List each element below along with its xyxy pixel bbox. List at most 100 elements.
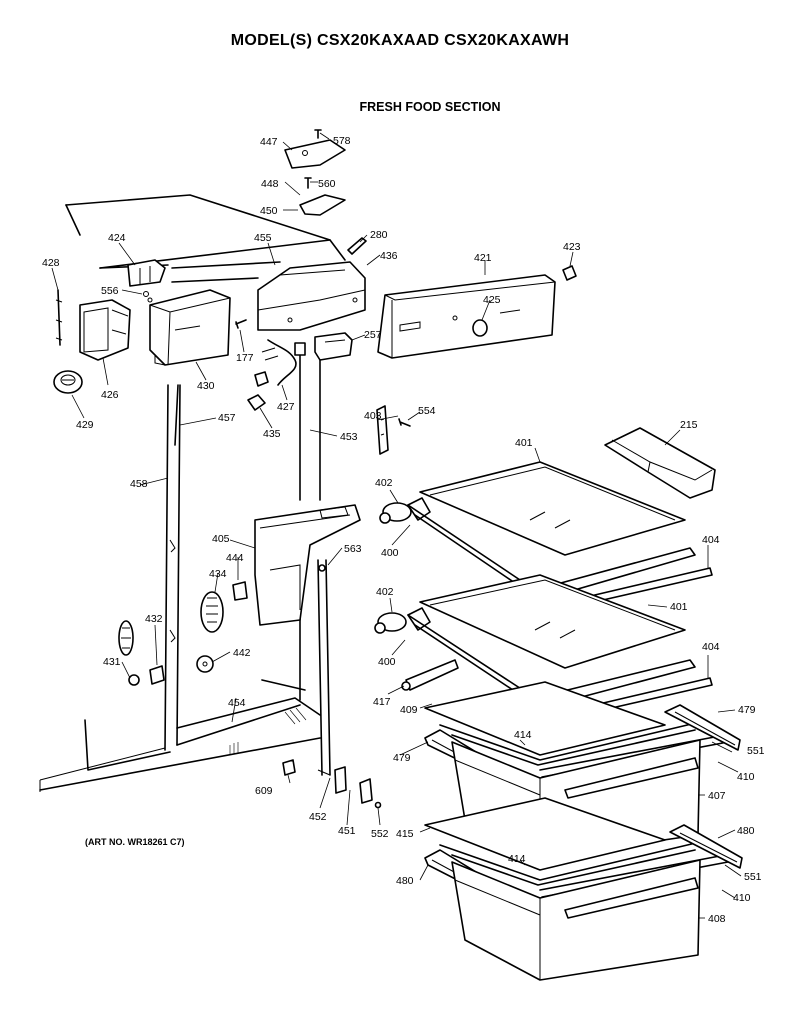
- part-428-wire-harness: [55, 289, 63, 346]
- label-401-lower: 401: [670, 601, 688, 613]
- label-415: 415: [396, 828, 414, 840]
- label-554: 554: [418, 405, 436, 417]
- label-457: 457: [218, 412, 236, 424]
- part-402-shelf-support-upper: [379, 502, 412, 524]
- part-numbers: 447 578 448 560 450 280 455 436 424 428 …: [42, 135, 765, 925]
- label-423: 423: [563, 241, 581, 253]
- part-215-dairy-bin: [604, 427, 716, 499]
- label-556: 556: [101, 285, 119, 297]
- label-479-left: 479: [393, 752, 411, 764]
- label-400-upper: 400: [381, 547, 399, 559]
- part-432-lamp-holder: [149, 665, 165, 685]
- label-563: 563: [344, 543, 362, 555]
- part-417-rail: [401, 659, 459, 691]
- part-452-mullion-bracket: [317, 559, 331, 776]
- part-442-knob: [196, 655, 214, 673]
- art-number: (ART NO. WR18261 C7): [85, 837, 185, 847]
- part-563-screw: [318, 564, 326, 572]
- part-401-glass-shelf-lower: [419, 574, 686, 669]
- label-428: 428: [42, 257, 60, 269]
- label-402-lower: 402: [376, 586, 394, 598]
- label-425: 425: [483, 294, 501, 306]
- label-403: 403: [364, 410, 382, 422]
- part-426-light-socket: [79, 299, 131, 361]
- label-453: 453: [340, 431, 358, 443]
- part-452-plate: [334, 766, 347, 794]
- label-405: 405: [212, 533, 230, 545]
- label-407: 407: [708, 790, 726, 802]
- label-409: 409: [400, 704, 418, 716]
- label-426: 426: [101, 389, 119, 401]
- part-405-control-housing: [254, 504, 361, 626]
- part-436-damper-housing: [257, 261, 366, 331]
- label-280: 280: [370, 229, 388, 241]
- label-480-left: 480: [396, 875, 414, 887]
- part-257-switch: [314, 332, 353, 361]
- part-429-light-bulb: [53, 370, 83, 394]
- label-455: 455: [254, 232, 272, 244]
- label-454: 454: [228, 697, 246, 709]
- label-442: 442: [233, 647, 251, 659]
- part-447-cover: [284, 139, 346, 169]
- part-402-shelf-support-lower: [374, 612, 407, 634]
- label-551-upper: 551: [747, 745, 765, 757]
- label-552: 552: [371, 828, 389, 840]
- label-421: 421: [474, 252, 492, 264]
- label-560: 560: [318, 178, 336, 190]
- label-177: 177: [236, 352, 254, 364]
- label-424: 424: [108, 232, 126, 244]
- part-421-control-panel: [377, 274, 556, 359]
- part-424-thermostat: [127, 259, 166, 287]
- label-410-lower: 410: [733, 892, 751, 904]
- part-455-duct: [171, 261, 281, 283]
- label-429: 429: [76, 419, 94, 431]
- label-578: 578: [333, 135, 351, 147]
- label-215: 215: [680, 419, 698, 431]
- label-447: 447: [260, 136, 278, 148]
- label-404-lower: 404: [702, 641, 720, 653]
- leader-lines: [51, 132, 742, 919]
- label-479-right: 479: [738, 704, 756, 716]
- label-430: 430: [197, 380, 215, 392]
- part-401-glass-shelf-upper: [419, 461, 686, 556]
- label-436: 436: [380, 250, 398, 262]
- section-title: FRESH FOOD SECTION: [359, 100, 501, 114]
- label-414-lower: 414: [508, 853, 526, 865]
- label-401-upper: 401: [515, 437, 533, 449]
- label-432: 432: [145, 613, 163, 625]
- model-title: MODEL(S) CSX20KAXAAD CSX20KAXAWH: [230, 32, 570, 49]
- label-450: 450: [260, 205, 278, 217]
- part-609-foot: [282, 759, 296, 776]
- label-400-lower: 400: [378, 656, 396, 668]
- part-431-bulb: [128, 674, 140, 686]
- label-408: 408: [708, 913, 726, 925]
- part-479-slide-right: [664, 704, 741, 751]
- part-480-slide-right: [669, 824, 743, 869]
- label-435: 435: [263, 428, 281, 440]
- part-556-screw: [143, 291, 153, 303]
- part-434-vent: [200, 591, 224, 633]
- label-452: 452: [309, 811, 327, 823]
- part-415-drawer-cover-lower: [424, 797, 666, 871]
- part-451-hinge: [359, 778, 373, 804]
- label-451: 451: [338, 825, 356, 837]
- part-554-screw: [398, 418, 411, 427]
- label-257: 257: [364, 329, 382, 341]
- label-609: 609: [255, 785, 273, 797]
- label-431: 431: [103, 656, 121, 668]
- part-444-clip: [232, 581, 248, 601]
- label-434: 434: [209, 568, 227, 580]
- part-280-bulb: [347, 237, 367, 255]
- label-444: 444: [226, 552, 244, 564]
- part-408-crisper-drawer: [451, 859, 701, 981]
- label-402-upper: 402: [375, 477, 393, 489]
- part-177-screw: [235, 319, 247, 329]
- part-578-screw: [314, 129, 322, 139]
- part-423-lamp: [562, 265, 577, 281]
- label-410-upper: 410: [737, 771, 755, 783]
- part-448-bracket: [299, 194, 346, 216]
- part-435-connector: [247, 371, 269, 411]
- label-458: 458: [130, 478, 148, 490]
